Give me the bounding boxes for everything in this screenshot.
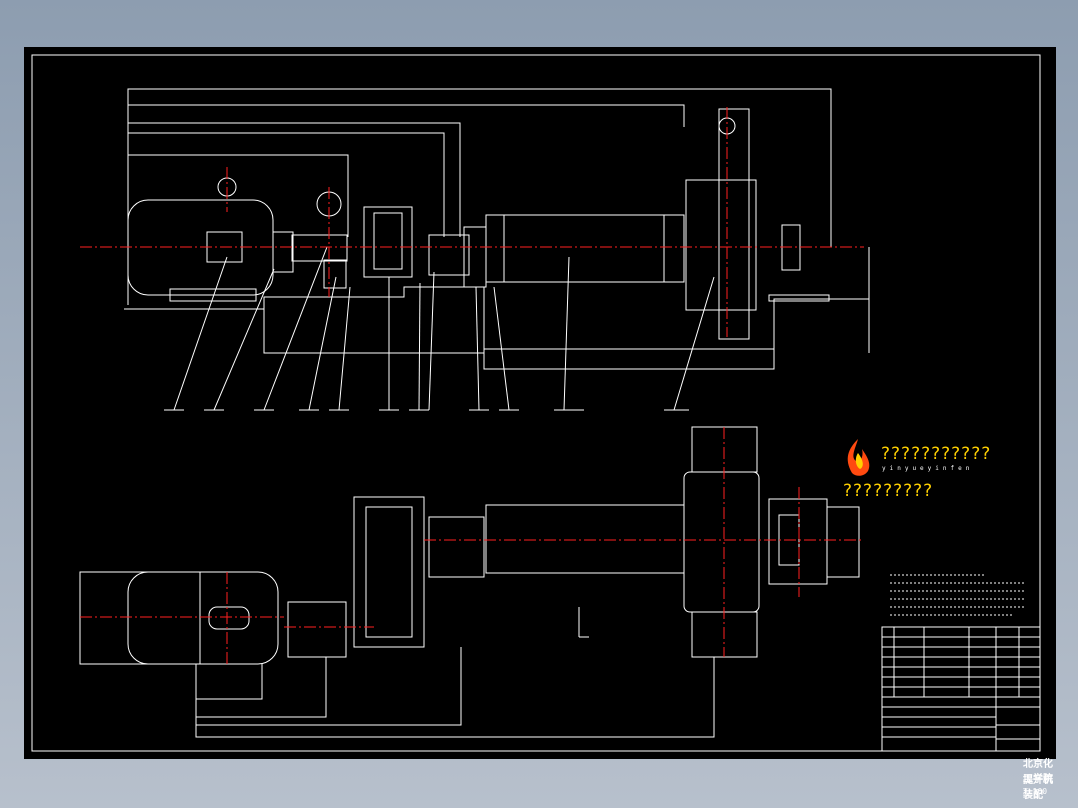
plan-reducer [353, 496, 425, 648]
drum-bearing-frame [685, 179, 757, 311]
logo-text-secondary: ????????? [843, 481, 934, 501]
coupling-1 [291, 234, 348, 262]
mechanical-assembly-drawing [31, 54, 1041, 752]
plan-drum [485, 504, 685, 574]
motor-feet [169, 288, 257, 302]
flame-logo-icon [847, 439, 870, 476]
title-block [881, 626, 1041, 752]
plan-coupling [287, 601, 347, 658]
overall-dimension-line [127, 88, 832, 305]
title-block-drawing-name: 提升机装配 [1023, 775, 1053, 801]
logo-text: ??????????? [881, 444, 992, 464]
reducer [363, 206, 413, 278]
sheave-support [718, 108, 750, 340]
plan-motor-base [79, 571, 201, 665]
drawing-border [31, 54, 1041, 752]
drawing-sheet: ??????????? yinyueyinfen ????????? 北京化工学… [24, 47, 1056, 801]
plan-motor-terminal [208, 606, 250, 630]
plan-bearing-housing [683, 471, 760, 613]
title-block-code: TL100 [1023, 787, 1048, 796]
centerlines [80, 107, 864, 664]
plan-outboard-bearing [768, 498, 828, 585]
coupling-2 [428, 234, 470, 276]
winding-drum [485, 214, 685, 283]
plan-motor [127, 571, 279, 665]
plan-coupling-2 [428, 516, 485, 578]
title-block-school: 北京化工学院 [1023, 759, 1053, 785]
logo-subtext: yinyueyinfen [882, 465, 974, 472]
